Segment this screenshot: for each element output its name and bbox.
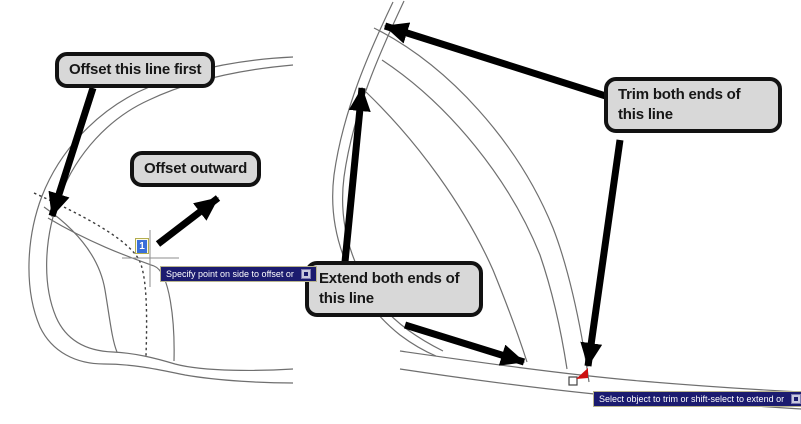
offset-command-tooltip: Specify point on side to offset or — [160, 266, 317, 282]
right-middle-arc[interactable] — [381, 59, 568, 370]
right-drawing — [332, 0, 801, 410]
arrow-offset-outward — [155, 195, 221, 247]
extend-target-line[interactable] — [365, 91, 528, 363]
cursors — [122, 230, 588, 386]
right-road-upper-edge[interactable] — [399, 350, 801, 393]
trim-tooltip-text: Select object to trim or shift-select to… — [599, 394, 785, 404]
left-drawing — [28, 56, 294, 384]
arrow-offset-first — [48, 86, 97, 218]
trim-target-line[interactable] — [373, 27, 590, 383]
tooltip-more-icon[interactable] — [791, 394, 801, 404]
left-inner-arc[interactable] — [43, 206, 118, 353]
tooltip-more-icon[interactable] — [300, 269, 311, 279]
left-outer-road-edge[interactable] — [28, 56, 294, 384]
dynamic-input-field[interactable]: 1 — [135, 238, 149, 254]
arrow-extend-top — [341, 87, 371, 263]
offset-target-line[interactable] — [47, 217, 175, 362]
arrow-extend-bottom — [403, 321, 526, 366]
callout-offset-first: Offset this line first — [55, 52, 216, 88]
trim-badge-icon — [576, 368, 588, 379]
offset-preview-dashed-arc[interactable] — [33, 192, 148, 357]
left-inner-road-edge[interactable] — [46, 64, 294, 372]
callout-extend-both-ends: Extend both ends of this line — [305, 261, 483, 317]
annotation-arrows — [48, 22, 624, 367]
offset-tooltip-text: Specify point on side to offset or — [166, 269, 294, 279]
callout-offset-outward: Offset outward — [130, 151, 262, 187]
arrow-trim-bottom — [580, 139, 624, 367]
right-outer-boundary-a[interactable] — [332, 1, 437, 357]
pickbox-cursor — [568, 376, 578, 386]
dynamic-input-value: 1 — [137, 239, 147, 253]
callout-trim-both-ends: Trim both ends of this line — [604, 77, 782, 133]
arrow-trim-top — [383, 22, 614, 102]
trim-command-tooltip: Select object to trim or shift-select to… — [593, 391, 801, 407]
